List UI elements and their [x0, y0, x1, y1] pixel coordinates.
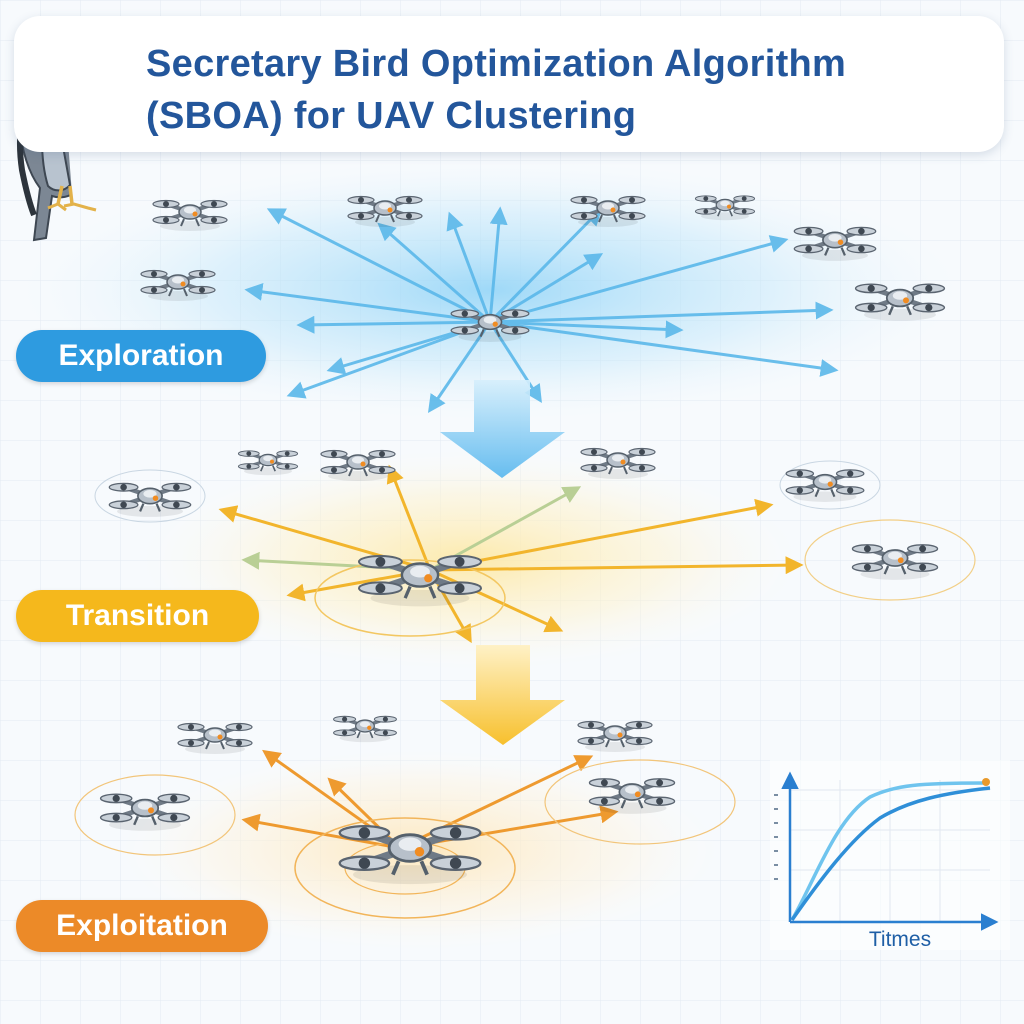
title-card — [14, 16, 1004, 152]
title-line-2: (SBOA) for UAV Clustering — [146, 95, 637, 137]
exploration-arrows — [244, 206, 839, 413]
transition-arrows — [218, 464, 804, 644]
exploration-label: Exploration — [16, 330, 266, 382]
convergence-curve-light — [790, 781, 986, 921]
convergence-curve-dark — [790, 786, 991, 922]
page-title: Secretary Bird Optimization Algorithm (S… — [146, 38, 996, 142]
convergence-endpoint — [982, 778, 990, 786]
flow-arrow-down-yellow — [440, 645, 565, 745]
convergence-chart — [770, 760, 1010, 950]
flow-arrow-down-blue — [440, 380, 565, 478]
transition-label: Transition — [16, 590, 259, 642]
title-line-1: Secretary Bird Optimization Algorithm — [146, 43, 847, 85]
convergence-x-axis-label: Titmes — [868, 928, 932, 951]
exploitation-label: Exploitation — [16, 900, 268, 952]
